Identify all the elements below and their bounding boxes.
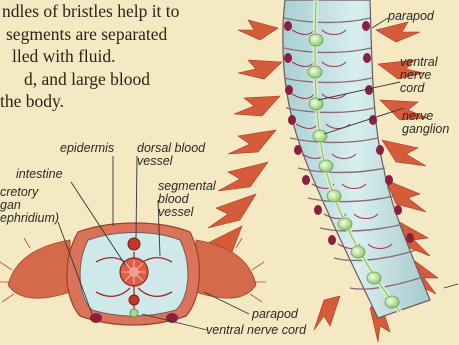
label-epidermis: epidermis [60,142,114,155]
label-intestine: intestine [16,168,63,181]
label-nerve-ganglion: nerve ganglion [402,110,449,136]
label-parapod-top: parapod [388,10,434,23]
cross-section-nerve-cord [130,309,138,317]
nephridium-icon [90,313,102,323]
label-segmental-blood-vessel: segmental blood vessel [158,180,216,219]
label-ventral-nerve-cord-right: ventral nerve cord [400,56,438,95]
label-parapod-bottom: parapod [252,308,298,321]
ventral-blood-vessel [129,295,139,305]
label-excretory-organ: cretory gan ephridium) [0,186,59,225]
label-dorsal-blood-vessel: dorsal blood vessel [137,142,205,168]
dorsal-blood-vessel [128,238,140,250]
label-ventral-nerve-cord-bottom: ventral nerve cord [206,324,306,337]
